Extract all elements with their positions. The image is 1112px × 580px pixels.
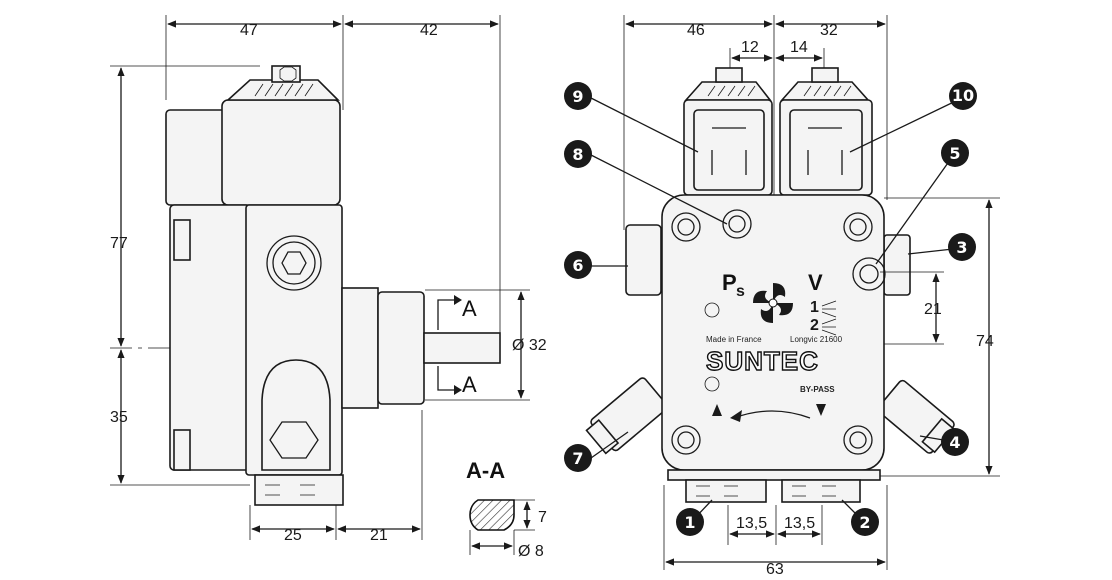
svg-text:8: 8 [572,145,583,164]
section-title: A-A [466,458,505,483]
bolt-icon [671,212,873,455]
made-in-label: Made in France [706,335,762,344]
section-marker-bottom: A [462,372,477,397]
side-dim-77: 77 [110,235,128,252]
label-v: V [808,270,823,295]
callout-1: 1 [676,508,704,536]
rotation-arrow-icon [712,404,826,422]
front-dim-13-5-right: 13,5 [784,515,815,532]
front-dim-32: 32 [820,22,838,39]
side-dim-42: 42 [420,22,438,39]
callout-4: 4 [941,428,969,456]
front-dim-63: 63 [766,561,784,578]
side-view: 47 42 77 35 [110,15,547,544]
front-dim-46: 46 [687,22,705,39]
side-dim-21: 21 [370,527,388,544]
impeller-logo-icon [753,283,793,323]
callout-8: 8 [564,140,592,168]
callout-10: 10 [949,82,977,110]
section-dim-7: 7 [538,509,547,526]
section-marker-top: A [462,296,477,321]
longvic-label: Longvic 21600 [790,335,843,344]
front-view: 46 32 12 14 [564,15,1000,578]
svg-text:3: 3 [956,238,967,257]
front-dim-74: 74 [976,333,994,350]
solenoid-right [779,67,873,196]
svg-text:4: 4 [949,433,960,452]
front-dim-13-5-left: 13,5 [736,515,767,532]
bypass-label: BY-PASS [800,385,835,394]
svg-text:1: 1 [684,513,695,532]
stage-1: 1 [810,299,819,316]
svg-text:6: 6 [572,256,583,275]
section-dim-8: Ø 8 [518,543,544,560]
svg-text:2: 2 [859,513,870,532]
svg-text:7: 7 [572,449,583,468]
svg-text:9: 9 [572,87,583,106]
side-dim-47: 47 [240,22,258,39]
callout-6: 6 [564,251,592,279]
stage-2: 2 [810,317,819,334]
callout-5: 5 [941,139,969,167]
callout-3: 3 [948,233,976,261]
front-dim-14: 14 [790,39,808,56]
callout-7: 7 [564,444,592,472]
label-ps: P [722,270,737,295]
section-view: A-A 7 Ø 8 [466,458,547,560]
side-dim-35: 35 [110,409,128,426]
svg-text:10: 10 [952,86,974,105]
label-ps-sub: s [736,283,745,300]
front-dim-12: 12 [741,39,759,56]
callout-9: 9 [564,82,592,110]
callout-2: 2 [851,508,879,536]
front-dim-21: 21 [924,301,942,318]
side-dim-25: 25 [284,527,302,544]
side-dim-shaft: Ø 32 [512,337,547,354]
svg-text:5: 5 [949,144,960,163]
brand-logo: SUNTEC [706,346,819,376]
solenoid-left [683,67,773,196]
